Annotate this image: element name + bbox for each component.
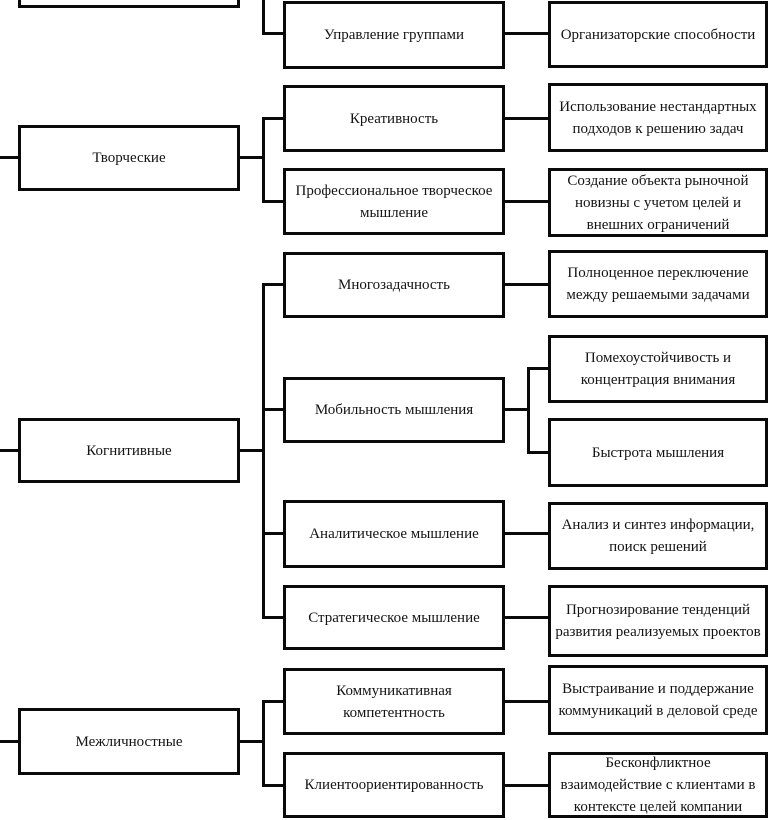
outcome-box-bystrota-myshleniya: Быстрота мышления bbox=[548, 418, 768, 487]
skill-label: Многозадачность bbox=[338, 277, 450, 293]
connector-line bbox=[505, 117, 548, 120]
skill-label: Коммуникативная компетентность bbox=[336, 682, 452, 721]
skill-box-professionalnoe-tvorcheskoe-myshlenie: Профессиональное творческое мышление bbox=[283, 168, 505, 235]
skill-box-kommunikativnaya-kompetentnost: Коммуникативная компетентность bbox=[283, 668, 505, 735]
outcome-label: Помехоустойчивость и концентрация вниман… bbox=[580, 350, 736, 388]
connector-line bbox=[262, 700, 283, 703]
connector-line bbox=[530, 367, 548, 370]
skill-label: Профессиональное творческое мышление bbox=[295, 182, 493, 221]
outcome-box-analiz-sintez: Анализ и синтез информации, поиск решени… bbox=[548, 502, 768, 570]
connector-line bbox=[262, 117, 283, 120]
outcome-label: Быстрота мышления bbox=[591, 444, 725, 461]
connector-line bbox=[262, 784, 283, 787]
skill-label: Клиентоориентированность bbox=[304, 777, 484, 793]
outcome-label: Бесконфликтное взаимодействие с клиентам… bbox=[560, 755, 756, 815]
skill-box-strategicheskoe-myshlenie: Стратегическое мышление bbox=[283, 585, 505, 650]
category-box-kognitivnye: Когнитивные bbox=[18, 418, 240, 483]
outcome-label: Создание объекта рыночной новизны с учет… bbox=[567, 172, 749, 233]
connector-line bbox=[0, 449, 18, 452]
skill-box-kreativnost: Креативность bbox=[283, 85, 505, 152]
connector-line bbox=[262, 32, 283, 35]
outcome-box-beskonfliktnoe-vzaimodejstvie: Бесконфликтное взаимодействие с клиентам… bbox=[548, 752, 768, 818]
skill-label: Управление группами bbox=[323, 27, 465, 43]
connector-line bbox=[262, 283, 265, 619]
connector-line bbox=[240, 449, 262, 452]
connector-line bbox=[240, 156, 262, 159]
skill-box-mobilnost-myshleniya: Мобильность мышления bbox=[283, 377, 505, 443]
connector-line bbox=[262, 532, 283, 535]
skill-label: Мобильность мышления bbox=[314, 402, 474, 418]
connector-line bbox=[505, 532, 548, 535]
outcome-label: Организаторские способности bbox=[560, 26, 756, 43]
category-box-tvorcheskie: Творческие bbox=[18, 125, 240, 191]
skill-label: Креативность bbox=[349, 110, 439, 127]
outcome-box-polnocennoe-perekljuchenie: Полноценное переключение между решаемыми… bbox=[548, 250, 768, 318]
connector-line bbox=[262, 200, 283, 203]
outcome-box-organizatorskie-sposobnosti: Организаторские способности bbox=[548, 1, 768, 68]
connector-line bbox=[262, 117, 265, 203]
outcome-box-pomehoustojchivost: Помехоустойчивость и концентрация вниман… bbox=[548, 335, 768, 403]
connector-line bbox=[262, 408, 283, 411]
connector-line bbox=[262, 283, 283, 286]
connector-line bbox=[262, 700, 265, 787]
connector-line bbox=[527, 367, 530, 454]
connector-line bbox=[0, 740, 18, 743]
connector-line bbox=[505, 784, 548, 787]
connector-line bbox=[505, 200, 548, 203]
outcome-box-prognozirovanie: Прогнозирование тенденций развития реали… bbox=[548, 585, 768, 657]
outcome-box-vystraivanie-kommunikacij: Выстраивание и поддержание коммуникаций … bbox=[548, 665, 768, 735]
skill-label: Стратегическое мышление bbox=[308, 609, 480, 626]
outcome-label: Полноценное переключение между решаемыми… bbox=[566, 265, 750, 303]
skill-box-mnogozadachnost: Многозадачность bbox=[283, 252, 505, 318]
outcome-label: Использование нестандартных подходов к р… bbox=[559, 98, 757, 137]
category-label: Когнитивные bbox=[86, 442, 172, 459]
connector-line bbox=[505, 700, 548, 703]
outcome-label: Выстраивание и поддержание коммуникаций … bbox=[558, 681, 758, 719]
connector-line bbox=[262, 616, 283, 619]
skill-label: Аналитическое мышление bbox=[309, 526, 479, 542]
connector-line bbox=[262, 0, 265, 35]
outcome-label: Прогнозирование тенденций развития реали… bbox=[555, 602, 761, 640]
connector-line bbox=[0, 156, 18, 159]
connector-line bbox=[530, 451, 548, 454]
connector-line bbox=[505, 32, 548, 35]
category-box-partial-top bbox=[18, 0, 240, 8]
outcome-label: Анализ и синтез информации, поиск решени… bbox=[561, 517, 755, 555]
skill-box-klientoorientirovannost: Клиентоориентированность bbox=[283, 752, 505, 818]
category-label: Межличностные bbox=[75, 733, 183, 750]
skill-box-upravlenie-gruppami: Управление группами bbox=[283, 1, 505, 69]
connector-line bbox=[505, 408, 530, 411]
outcome-box-sozdanie-obekta-novizny: Создание объекта рыночной новизны с учет… bbox=[548, 168, 768, 237]
connector-line bbox=[505, 283, 548, 286]
outcome-box-nestandartnye-podhody: Использование нестандартных подходов к р… bbox=[548, 83, 768, 152]
connector-line bbox=[240, 740, 262, 743]
skill-box-analiticheskoe-myshlenie: Аналитическое мышление bbox=[283, 500, 505, 568]
category-box-mezhlichnostnye: Межличностные bbox=[18, 708, 240, 775]
connector-line bbox=[505, 616, 548, 619]
category-label: Творческие bbox=[92, 150, 166, 166]
